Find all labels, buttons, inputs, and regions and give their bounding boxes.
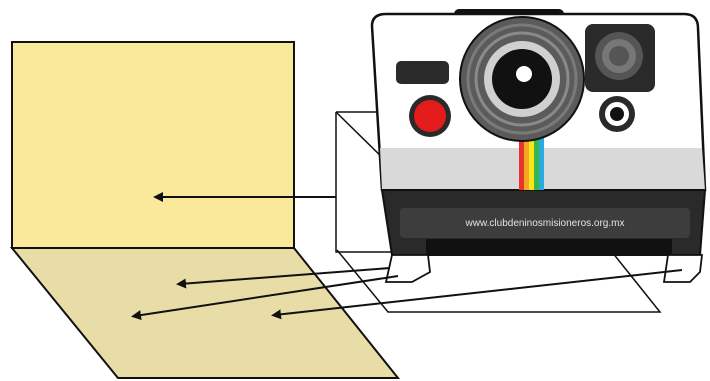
viewfinder-slot xyxy=(396,61,449,84)
lens-icon xyxy=(460,17,584,141)
flash-window-icon xyxy=(585,24,655,92)
folded-card xyxy=(12,42,398,378)
watermark-text: www.clubdeninosmisioneros.org.mx xyxy=(465,218,625,229)
card-base-panel xyxy=(12,248,398,378)
card-back-panel xyxy=(12,42,294,248)
arrow-icon xyxy=(275,270,682,315)
camera-foot-left xyxy=(386,255,430,282)
sensor-icon xyxy=(599,96,635,132)
camera-foot-right xyxy=(664,255,702,282)
shutter-button-icon xyxy=(409,95,451,137)
camera-icon: www.clubdeninosmisioneros.org.mx xyxy=(372,9,705,282)
